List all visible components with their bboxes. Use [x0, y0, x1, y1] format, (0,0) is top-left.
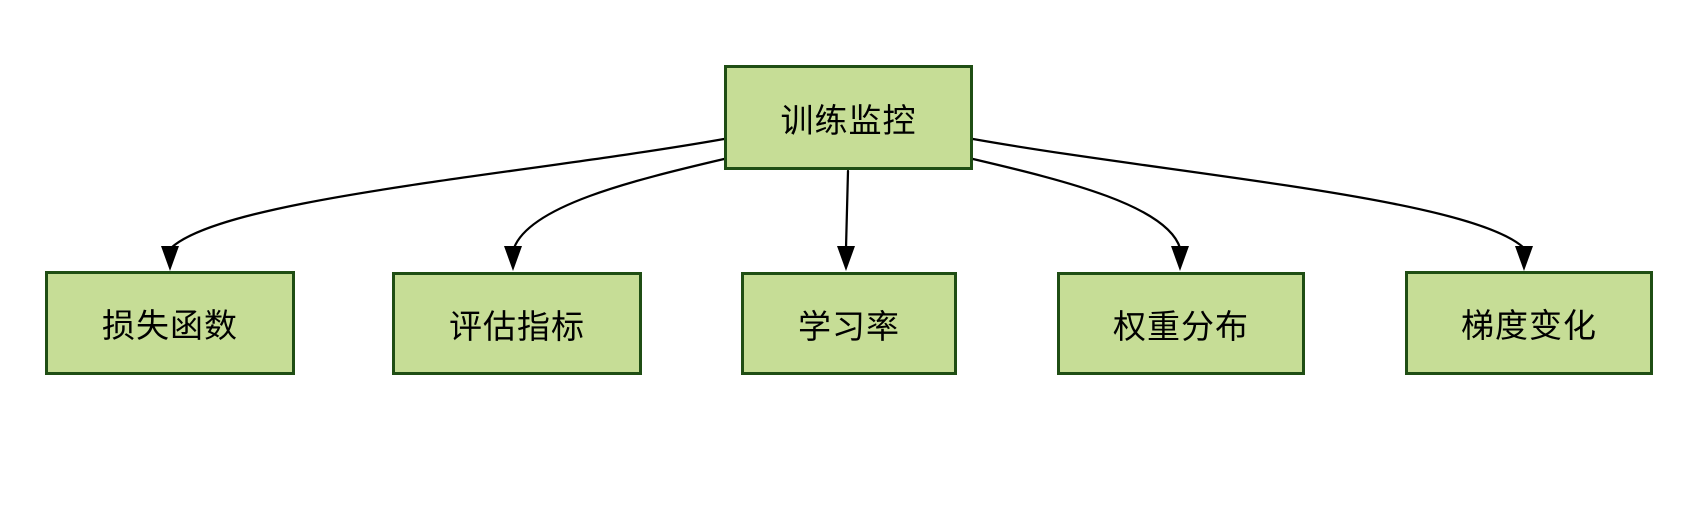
arrowhead-evaluation-metrics — [504, 246, 522, 271]
node-loss-function: 损失函数 — [45, 271, 295, 375]
node-weight-distribution: 权重分布 — [1057, 272, 1305, 375]
node-learning-rate-label: 学习率 — [798, 307, 900, 345]
arrowhead-gradient-change — [1515, 246, 1533, 271]
node-training-monitor-label: 训练监控 — [780, 101, 917, 139]
node-weight-distribution-label: 权重分布 — [1113, 307, 1249, 345]
edge-root-to-evaluation-metrics — [512, 157, 726, 250]
node-gradient-change: 梯度变化 — [1405, 271, 1653, 375]
arrowhead-weight-distribution — [1171, 246, 1189, 271]
node-loss-function-label: 损失函数 — [102, 307, 238, 344]
node-evaluation-metrics-label: 评估指标 — [449, 307, 585, 345]
node-gradient-change-label: 梯度变化 — [1461, 307, 1597, 344]
node-training-monitor: 训练监控 — [724, 65, 973, 170]
edge-root-to-gradient-change — [971, 137, 1526, 250]
node-evaluation-metrics: 评估指标 — [392, 272, 642, 375]
edge-root-to-weight-distribution — [971, 157, 1182, 250]
arrowhead-loss-function — [161, 246, 179, 271]
edge-root-to-learning-rate — [844, 169, 850, 250]
node-learning-rate: 学习率 — [741, 272, 957, 375]
arrowhead-learning-rate — [837, 246, 855, 271]
edge-root-to-loss-function — [169, 137, 726, 250]
